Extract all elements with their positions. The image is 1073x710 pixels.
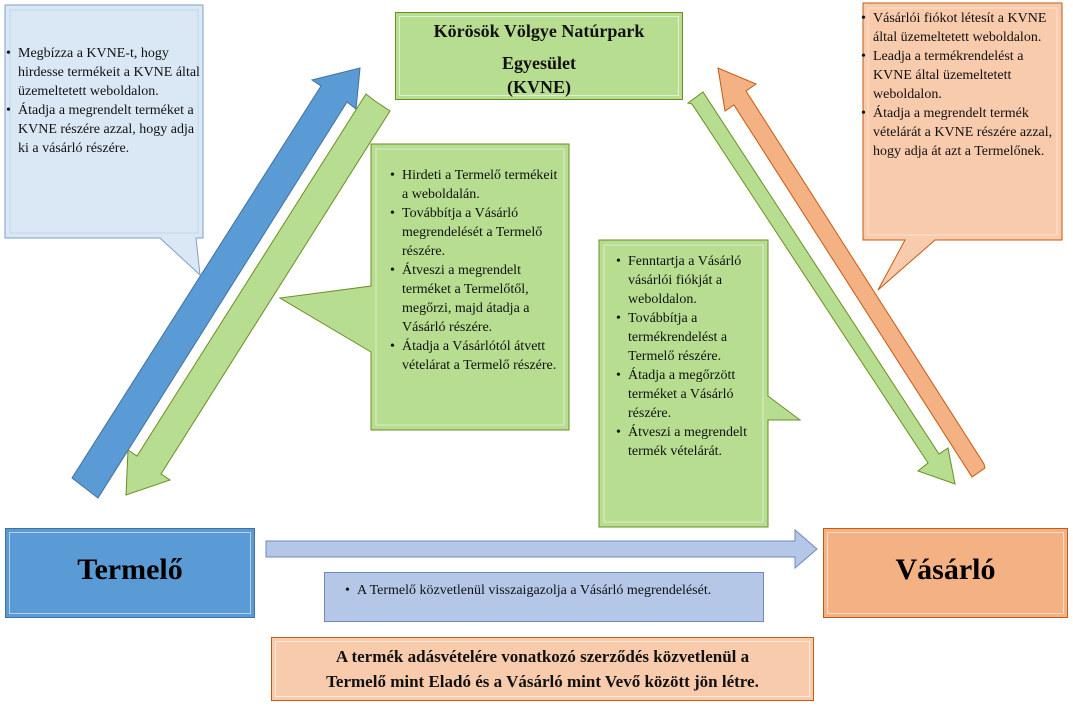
callout-kvne-buyer: Fenntartja a Vásárló vásárlói fiókját a … — [616, 252, 766, 461]
note-direct-confirmation: A Termelő közvetlenül visszaigazolja a V… — [324, 572, 764, 622]
callout-kvne-buyer-item: Továbbítja a termékrendelést a Termelő r… — [616, 309, 766, 366]
node-termelo: Termelő — [5, 528, 255, 618]
footer-contract-box: A termék adásvételére vonatkozó szerződé… — [271, 637, 814, 701]
arrow-termelo-to-vasarlo — [265, 528, 818, 570]
callout-buyer-item: Átadja a megrendelt termék vételárát a K… — [861, 104, 1057, 161]
callout-kvne-buyer-item: Átadja a megőrzött terméket a Vásárló ré… — [616, 366, 766, 423]
callout-kvne-producer-item: Átadja a Vásárlótól átvett vételárat a T… — [390, 337, 566, 375]
callout-producer: Megbízza a KVNE-t, hogy hirdesse terméke… — [6, 44, 200, 158]
callout-kvne-producer-item: Hirdeti a Termelő termékeit a weboldalán… — [390, 166, 566, 204]
callout-kvne-buyer-item: Fenntartja a Vásárló vásárlói fiókját a … — [616, 252, 766, 309]
node-kvne: Körösök Völgye Natúrpark Egyesület (KVNE… — [395, 12, 683, 100]
kvne-title-line2: Egyesület — [502, 53, 576, 73]
arrow-kvne-to-termelo — [125, 93, 391, 496]
callout-kvne-buyer-item: Átveszi a megrendelt termék vételárát. — [616, 423, 766, 461]
arrow-kvne-to-vasarlo — [686, 91, 956, 485]
vasarlo-title: Vásárló — [895, 553, 996, 586]
termelo-title: Termelő — [77, 553, 183, 586]
callout-buyer-item: Leadja a termékrendelést a KVNE által üz… — [861, 47, 1057, 104]
callout-producer-item: Átadja a megrendelt terméket a KVNE rész… — [6, 101, 200, 158]
footer-line2: Termelő mint Eladó és a Vásárló mint Vev… — [326, 672, 759, 691]
arrow-termelo-to-kvne — [71, 67, 361, 499]
callout-kvne-producer-item: Továbbítja a Vásárló megrendelését a Ter… — [390, 204, 566, 261]
kvne-title-line1: Körösök Völgye Natúrpark — [433, 21, 645, 41]
callout-buyer: Vásárlói fiókot létesít a KVNE által üze… — [861, 9, 1057, 161]
footer-line1: A termék adásvételére vonatkozó szerződé… — [335, 647, 750, 666]
arrow-vasarlo-to-kvne — [717, 67, 986, 478]
node-vasarlo: Vásárló — [823, 528, 1068, 618]
callout-buyer-item: Vásárlói fiókot létesít a KVNE által üze… — [861, 9, 1057, 47]
callout-kvne-producer-item: Átveszi a megrendelt terméket a Termelőt… — [390, 261, 566, 337]
callout-kvne-producer: Hirdeti a Termelő termékeit a weboldalán… — [390, 166, 566, 375]
callout-producer-item: Megbízza a KVNE-t, hogy hirdesse terméke… — [6, 44, 200, 101]
kvne-title-line3: (KVNE) — [507, 77, 571, 97]
note-direct-item: A Termelő közvetlenül visszaigazolja a V… — [345, 581, 753, 600]
